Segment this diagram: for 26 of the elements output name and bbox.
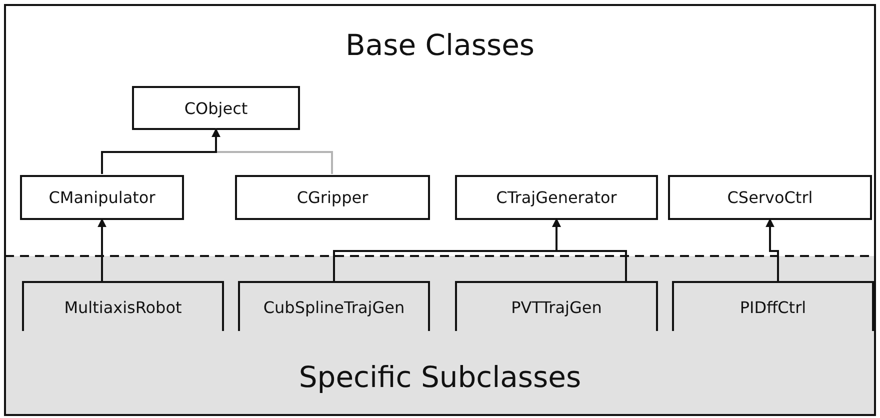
class-name: CubSplineTrajGen — [263, 298, 405, 316]
class-name: PIDffCtrl — [740, 298, 806, 316]
class-name: MultiaxisRobot — [64, 298, 182, 316]
class-box — [235, 175, 430, 220]
class-box — [20, 175, 184, 220]
class-name: CGripper — [296, 188, 368, 207]
class-name: CObject — [184, 98, 248, 118]
class-box — [132, 86, 300, 130]
class-box — [455, 281, 658, 331]
region-band — [4, 4, 876, 256]
class-name: CTrajGenerator — [496, 188, 617, 207]
class-name: CManipulator — [48, 188, 156, 207]
inheritance-arrow — [98, 218, 106, 282]
class-name: PVTTrajGen — [511, 298, 602, 316]
class-box — [455, 175, 658, 220]
class-name: CServoCtrl — [727, 188, 813, 207]
inheritance-arrow — [766, 218, 779, 282]
class-box — [238, 281, 430, 331]
inheritance-arrow — [101, 128, 220, 174]
inheritance-arrow — [552, 218, 627, 282]
region-title: Specific Subclasses — [298, 360, 582, 394]
class-box — [668, 175, 872, 220]
class-box — [22, 281, 224, 331]
region-title: Base Classes — [344, 28, 536, 62]
class-box — [672, 281, 874, 331]
region-band — [4, 256, 876, 416]
